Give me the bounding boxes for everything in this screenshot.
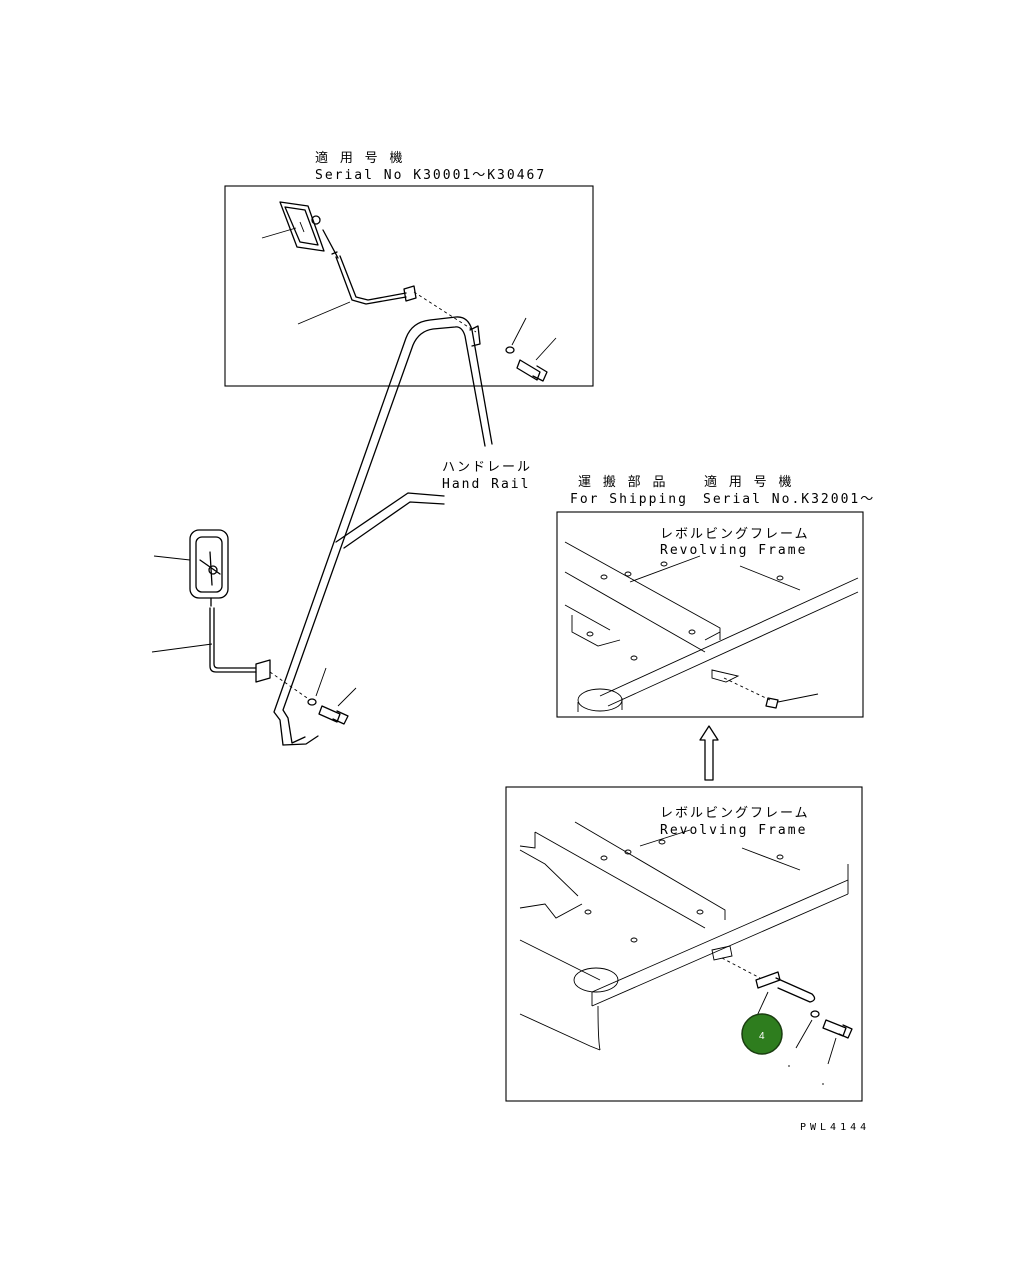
- arrow-up-icon: [699, 725, 719, 781]
- top-inset-title-en: Serial No K30001～K30467: [315, 168, 546, 183]
- mirror-main: [189, 529, 229, 607]
- frame-upper-label-en: Revolving Frame: [660, 543, 807, 558]
- shipping-label-en: For Shipping: [570, 492, 688, 507]
- mirror-top: [279, 201, 339, 259]
- bolt-main: [318, 705, 349, 725]
- top-inset-frame: [224, 185, 594, 387]
- top-inset: 適 用 号 機 Serial No K30001～K30467: [224, 150, 594, 387]
- handrail-label-en: Hand Rail: [442, 477, 530, 492]
- frame-lower-label-en: Revolving Frame: [660, 823, 807, 838]
- frame-upper-label-jp: レボルビングフレーム: [660, 527, 810, 542]
- leader-line: [151, 643, 213, 653]
- leader-line: [511, 317, 527, 346]
- washer-main: [307, 698, 317, 706]
- assembly-line: [269, 671, 311, 701]
- hand-rail: [273, 316, 493, 746]
- mirror-stay-main: [209, 607, 271, 683]
- callout-circle[interactable]: [741, 1013, 783, 1055]
- washer-top: [505, 346, 515, 354]
- leader-line: [337, 687, 357, 707]
- assembly-line: [413, 291, 477, 333]
- shipping-serial-jp: 適 用 号 機: [704, 474, 793, 490]
- frame-inset-upper: レボルビングフレーム Revolving Frame: [556, 511, 864, 718]
- drawing-code: PWL4144: [800, 1122, 870, 1133]
- bolt-top: [516, 359, 548, 382]
- top-inset-title-jp: 適 用 号 機: [315, 150, 404, 166]
- leader-line: [261, 227, 297, 239]
- frame-inset-lower: レボルビングフレーム Revolving Frame: [505, 786, 863, 1102]
- mirror-stay-top: [335, 255, 417, 305]
- leader-line: [297, 301, 351, 325]
- callout-number: 4: [759, 1031, 765, 1042]
- leader-line: [315, 667, 327, 697]
- handrail-label-jp: ハンドレール: [442, 460, 532, 475]
- callout-badge[interactable]: 4: [741, 1013, 783, 1055]
- leader-line: [153, 555, 191, 561]
- shipping-label-jp: 運 搬 部 品: [578, 475, 667, 490]
- leader-line: [535, 337, 557, 361]
- frame-lower-label-jp: レボルビングフレーム: [660, 806, 810, 821]
- shipping-serial-en: Serial No.K32001～: [703, 492, 875, 507]
